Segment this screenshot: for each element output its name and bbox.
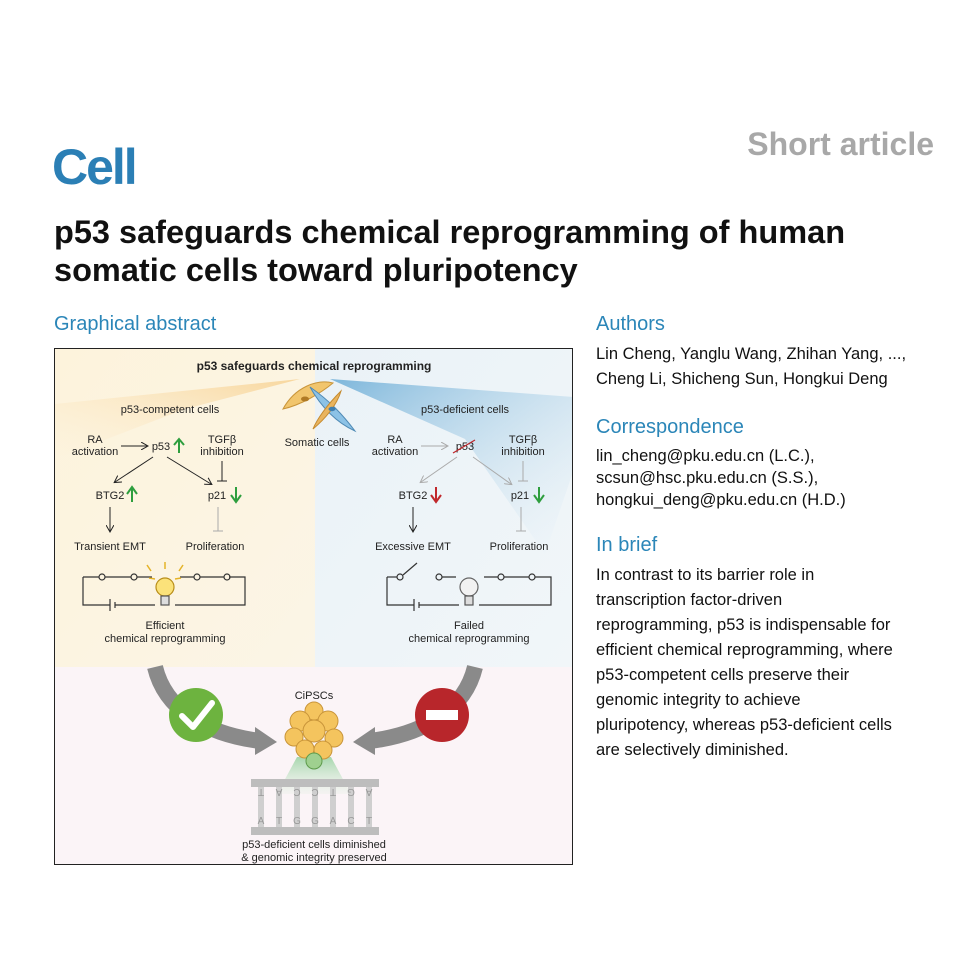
article-title: p53 safeguards chemical reprogramming of… (54, 214, 846, 288)
authors-heading: Authors (596, 313, 665, 335)
cipscs-label: CiPSCs (295, 690, 334, 702)
dna-top-base: C (311, 786, 318, 797)
competent-ra-line2: activation (72, 446, 118, 458)
dna-rung (276, 787, 282, 827)
dna-bottom-base: T (276, 816, 282, 827)
dna-top-base: T (258, 786, 264, 797)
deficient-ra-line1: RA (387, 434, 403, 446)
competent-beam (55, 379, 300, 459)
deficient-emt: Excessive EMT (375, 541, 451, 553)
in-brief-line-5: p53-competent cells preserve their (596, 666, 850, 684)
competent-emt: Transient EMT (74, 541, 146, 553)
graphical-abstract-svg: p53 safeguards chemical reprogramming So… (55, 349, 572, 864)
somatic-cells-label: Somatic cells (285, 437, 350, 449)
figure-title: p53 safeguards chemical reprogramming (197, 359, 432, 373)
authors-line-2: Cheng Li, Shicheng Sun, Hongkui Deng (596, 370, 888, 388)
competent-tgfb-line2: inhibition (200, 446, 243, 458)
correspondence-heading: Correspondence (596, 416, 744, 438)
dna-bottom-base: A (258, 816, 265, 827)
dna-rung (258, 787, 264, 827)
in-brief-line-7: pluripotency, whereas p53-deficient cell… (596, 716, 892, 734)
competent-outcome-line1: Efficient (146, 620, 185, 632)
deficient-tgfb-line2: inhibition (501, 446, 544, 458)
competent-btg2: BTG2 (96, 490, 125, 502)
p21-down-arrow-icon (230, 487, 242, 504)
deficient-beam (330, 379, 572, 554)
open-circuit-icon (386, 562, 552, 611)
dna-bottom-base: C (347, 816, 354, 827)
in-brief-line-1: In contrast to its barrier role in (596, 566, 815, 584)
deficient-label: p53-deficient cells (421, 404, 510, 416)
correspondence-section: Correspondence lin_cheng@pku.edu.cn (L.C… (596, 416, 946, 511)
authors-line-1: Lin Cheng, Yanglu Wang, Zhihan Yang, ...… (596, 345, 907, 363)
graphical-abstract-figure: p53 safeguards chemical reprogramming So… (54, 348, 573, 865)
correspondence-email-2[interactable]: scsun@hsc.pku.edu.cn (S.S.), (596, 469, 819, 487)
dna-bottom-base: G (311, 816, 319, 827)
check-icon (169, 688, 223, 742)
p53-up-arrow-icon (173, 437, 185, 453)
deficient-ra-line2: activation (372, 446, 418, 458)
bottom-caption-line2: & genomic integrity preserved (241, 852, 387, 864)
in-brief-line-4: efficient chemical reprogramming, where (596, 641, 893, 659)
p53-deleted-slash (452, 439, 476, 454)
dna-bottom-base: G (293, 816, 301, 827)
cipscs-colony-icon (284, 701, 344, 770)
competent-label: p53-competent cells (121, 404, 220, 416)
dna-rung (348, 787, 354, 827)
competent-proliferation: Proliferation (186, 541, 245, 553)
authors-section: Authors Lin Cheng, Yanglu Wang, Zhihan Y… (596, 313, 946, 392)
dna-bottom-base: A (330, 816, 337, 827)
dna-top-base: A (275, 786, 282, 797)
somatic-cells-icon (282, 381, 357, 433)
in-brief-line-3: reprogramming, p53 is indispensable for (596, 616, 891, 634)
dna-bottom-base: T (366, 816, 372, 827)
competent-p53: p53 (152, 441, 170, 453)
deficient-btg2: BTG2 (399, 490, 428, 502)
competent-tgfb-line1: TGFβ (208, 434, 236, 446)
competent-p21: p21 (208, 490, 226, 502)
deficient-tgfb-line1: TGFβ (509, 434, 537, 446)
competent-outcome-line2: chemical reprogramming (104, 633, 225, 645)
dna-rung (366, 787, 372, 827)
in-brief-line-2: transcription factor-driven (596, 591, 783, 609)
dna-top-base: T (330, 786, 336, 797)
competent-ra-line1: RA (87, 434, 103, 446)
dna-rung (330, 787, 336, 827)
closed-circuit-icon (82, 562, 246, 611)
bottom-caption-line1: p53-deficient cells diminished (242, 839, 386, 851)
in-brief-section: In brief In contrast to its barrier role… (596, 534, 946, 763)
p21-down-arrow-icon-right (533, 487, 545, 504)
dna-rung (312, 787, 318, 827)
journal-logo: Cell (52, 139, 138, 195)
correspondence-email-3[interactable]: hongkui_deng@pku.edu.cn (H.D.) (596, 491, 846, 509)
in-brief-line-8: are selectively diminished. (596, 741, 789, 759)
btg2-down-arrow-icon (430, 487, 442, 504)
deficient-p53: p53 (456, 441, 474, 453)
deficient-p21: p21 (511, 490, 529, 502)
in-brief-heading: In brief (596, 534, 658, 556)
deficient-proliferation: Proliferation (490, 541, 549, 553)
dna-top-base: A (365, 786, 372, 797)
graphical-abstract-heading: Graphical abstract (54, 313, 217, 335)
dna-rung (294, 787, 300, 827)
article-type-label: Short article (747, 126, 934, 162)
dna-top-base: C (293, 786, 300, 797)
deficient-outcome-line2: chemical reprogramming (408, 633, 529, 645)
correspondence-email-1[interactable]: lin_cheng@pku.edu.cn (L.C.), (596, 447, 815, 465)
deficient-outcome-line1: Failed (454, 620, 484, 632)
stop-icon (415, 688, 469, 742)
dna-top-base: G (347, 786, 355, 797)
in-brief-line-6: genomic integrity to achieve (596, 691, 801, 709)
btg2-up-arrow-icon (126, 485, 138, 502)
